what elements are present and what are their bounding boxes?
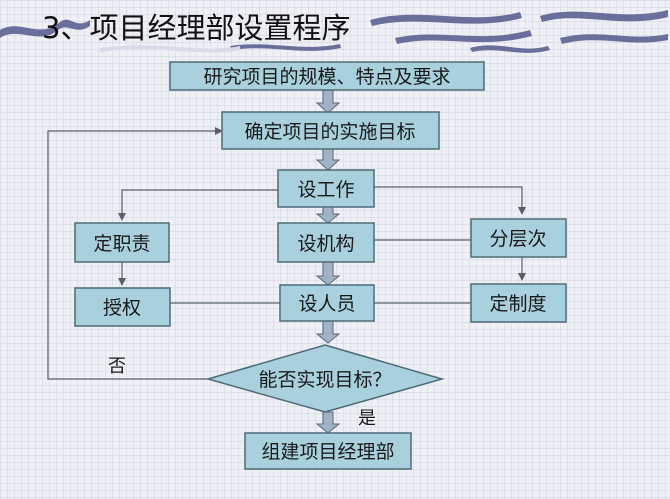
node-research-label: 研究项目的规模、特点及要求 [203, 66, 450, 88]
node-org-label: 设机构 [297, 233, 354, 255]
node-duty: 定职责 [74, 222, 170, 263]
node-layer-label: 分层次 [489, 228, 546, 250]
node-decision-label: 能否实现目标？ [258, 369, 391, 391]
node-org: 设机构 [277, 222, 375, 263]
no-label: 否 [108, 356, 126, 377]
node-auth-label: 授权 [103, 297, 141, 319]
connectors [47, 127, 526, 380]
decorative-brush-strokes [0, 10, 668, 53]
node-build: 组建项目经理部 [244, 432, 412, 470]
page-title: 3、项目经理部设置程序 [42, 11, 351, 45]
node-layer: 分层次 [470, 218, 567, 258]
yes-label: 是 [358, 408, 376, 429]
main-arrows [315, 89, 341, 434]
node-duty-label: 定职责 [93, 233, 150, 255]
node-staff-label: 设人员 [298, 293, 355, 315]
node-auth: 授权 [74, 287, 171, 327]
down-arrow [315, 206, 341, 224]
node-build-label: 组建项目经理部 [261, 441, 394, 463]
work-to-duty-line [118, 189, 278, 221]
down-arrow [315, 148, 341, 171]
down-arrow [315, 411, 341, 434]
node-goal-label: 确定项目的实施目标 [244, 121, 415, 143]
down-arrow [315, 89, 341, 114]
node-system-label: 定制度 [489, 293, 546, 315]
no-loop-line [47, 127, 223, 380]
node-research: 研究项目的规模、特点及要求 [169, 61, 485, 91]
down-arrow [315, 261, 341, 286]
node-staff: 设人员 [279, 284, 375, 322]
node-work: 设工作 [277, 169, 375, 208]
node-system: 定制度 [470, 283, 567, 323]
node-goal: 确定项目的实施目标 [221, 111, 440, 150]
down-arrow [315, 320, 341, 344]
node-work-label: 设工作 [297, 179, 354, 201]
node-decision: 能否实现目标？ [205, 344, 445, 413]
work-to-layer-line [374, 186, 526, 215]
